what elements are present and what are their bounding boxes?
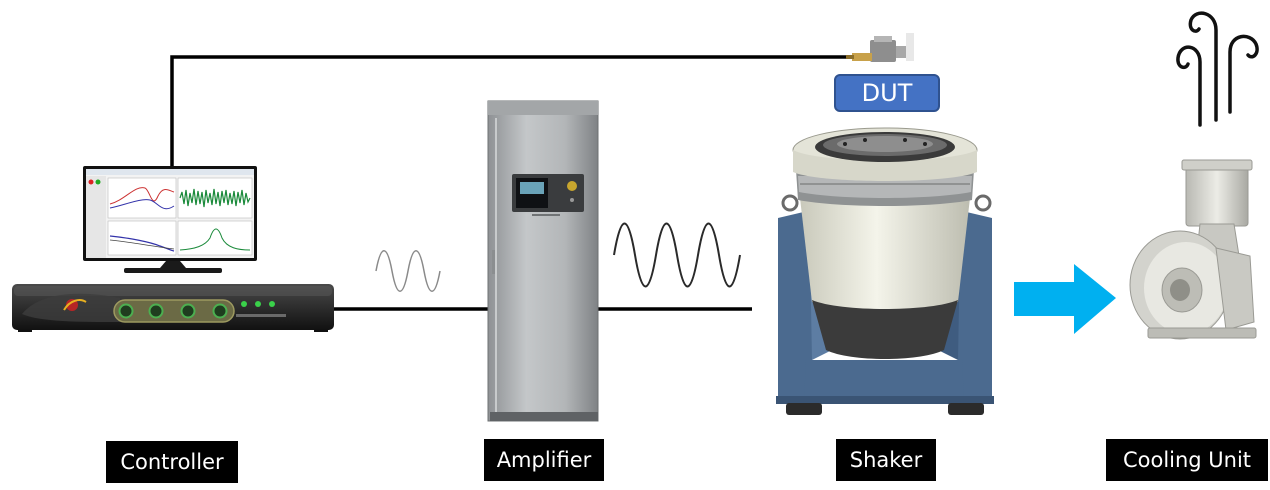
controller-unit [12,284,334,332]
feedback-cable [170,55,862,168]
controller-label: Controller [106,441,238,483]
accelerometer-icon [846,33,914,62]
dut-badge: DUT [834,74,940,112]
sine-wave-icon [613,222,741,288]
amplifier-cabinet [487,100,599,422]
cooling-unit-blower [1129,159,1257,340]
shaker [776,127,994,415]
connection-lines [170,55,862,311]
amplifier-label: Amplifier [484,439,604,481]
sine-wave-icon [375,250,441,292]
controller-monitor [83,166,257,273]
airflow-icon [1176,11,1259,127]
shaker-label: Shaker [836,439,936,481]
cooling-unit-label: Cooling Unit [1106,439,1268,481]
right-arrow-icon [1014,264,1116,334]
